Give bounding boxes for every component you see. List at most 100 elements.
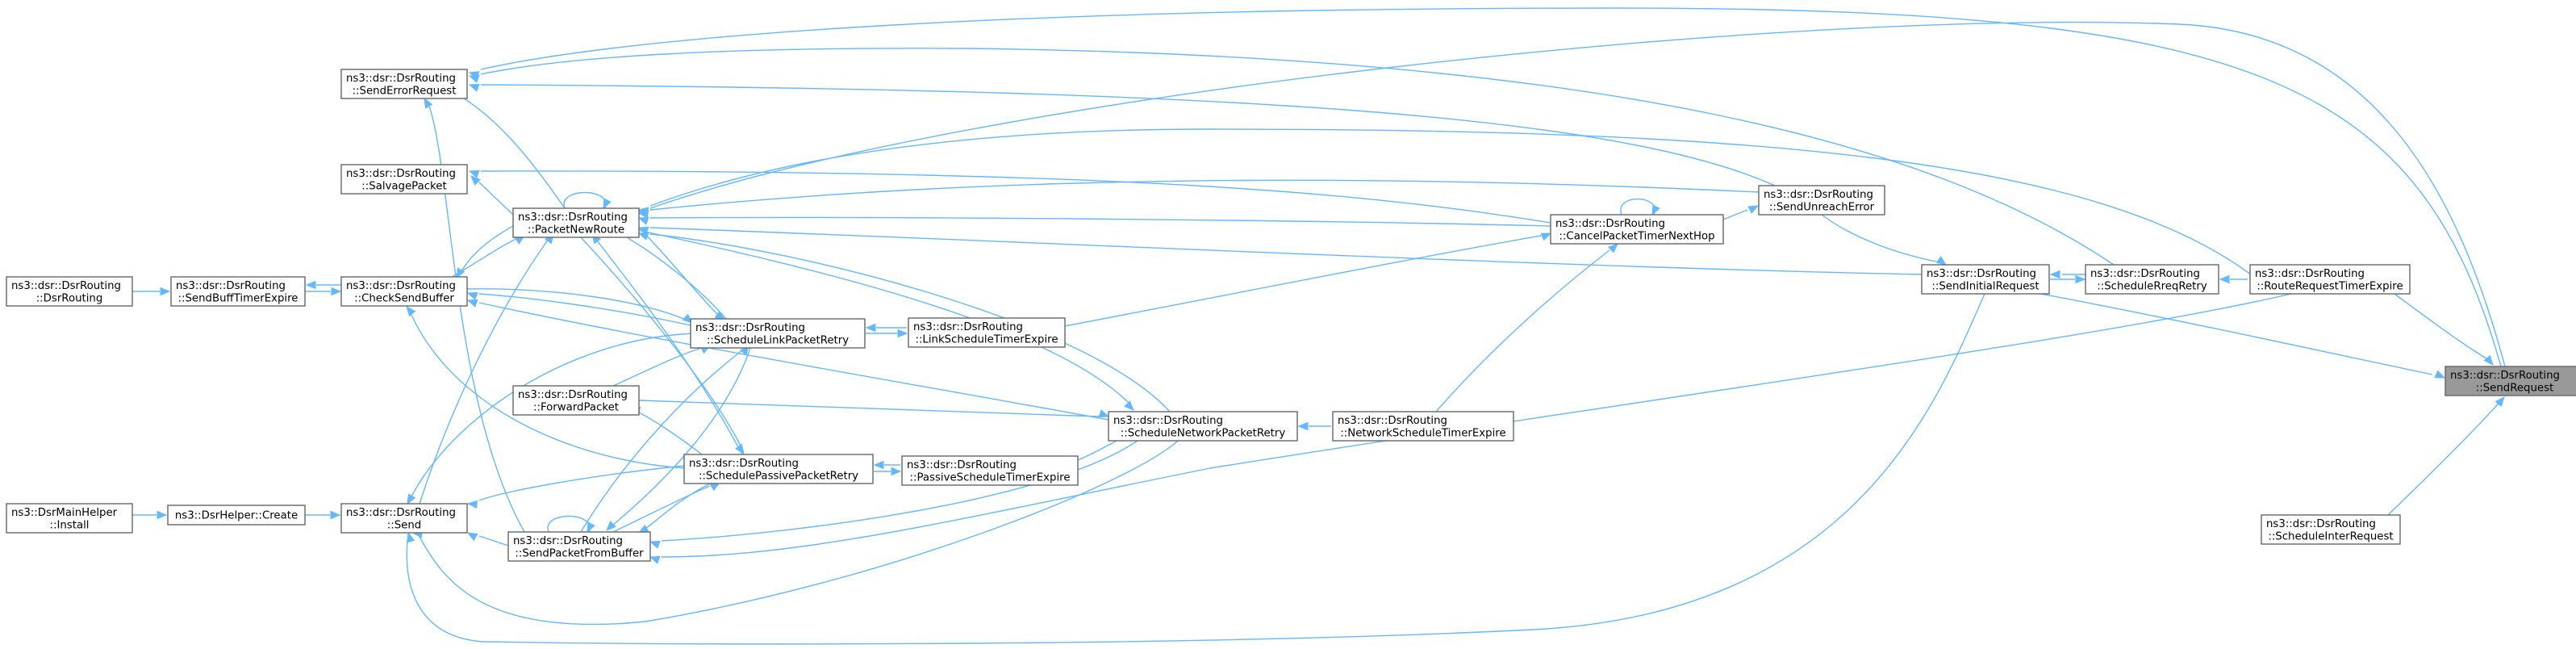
edge-sendrequest-to-packetnewroute (637, 21, 2506, 367)
edge-arrowhead (637, 210, 649, 219)
edge-arrowhead (407, 531, 415, 543)
node-salvage-packet[interactable]: ns3::dsr::DsrRouting::SalvagePacket (340, 164, 468, 195)
edge-cancelpackettimernexthop-to-packetnewroute (637, 216, 1551, 227)
node-box (690, 318, 866, 349)
edge-line (466, 288, 687, 320)
node-send-initial-request[interactable]: ns3::dsr::DsrRouting::SendInitialRequest (1921, 264, 2050, 295)
edge-arrowhead (1608, 243, 1618, 253)
node-box (170, 276, 306, 307)
edge-sendinitialrequest-to-send (406, 293, 1985, 645)
edge-line (637, 411, 703, 455)
node-main-helper-install[interactable]: ns3::DsrMainHelper::Install (6, 503, 133, 534)
edge-line (649, 128, 2252, 275)
edge-arrowhead (682, 313, 694, 324)
edge-sendunreacherror-to-senderrorrequest (468, 83, 1776, 186)
node-method-label: ::ScheduleRreqRetry (2097, 280, 2207, 292)
edge-send-to-packetnewroute (419, 232, 554, 505)
node-link-schedule-timer-expire[interactable]: ns3::dsr::DsrRouting::LinkScheduleTimerE… (908, 317, 1066, 348)
edge-arrowhead (873, 460, 884, 470)
edge-routerequesttimerexpire-to-sendpacketfrombuffer (649, 293, 2292, 564)
node-namespace-label: ns3::dsr::DsrRouting (2266, 518, 2376, 530)
node-packet-new-route[interactable]: ns3::dsr::DsrRouting::PacketNewRoute (512, 207, 640, 238)
edge-sendunreacherror-to-sendinitialrequest (1821, 214, 1948, 266)
node-method-label: ::SendErrorRequest (353, 85, 457, 97)
node-schedule-inter-request[interactable]: ns3::dsr::DsrRouting::ScheduleInterReque… (2261, 514, 2401, 545)
edge-packetnewroute-to-salvagepacket (470, 175, 514, 216)
edge-arrowhead (160, 287, 171, 296)
node-helper-create[interactable]: ns3::DsrHelper::Create (167, 505, 306, 525)
node-box (1921, 264, 2050, 295)
node-namespace-label: ns3::dsr::DsrRouting (2450, 370, 2560, 382)
edge-line (649, 179, 1760, 211)
edge-arrowhead (407, 493, 416, 505)
edge-arrowhead (1124, 400, 1134, 411)
edge-schedulenetworkpacketretry-to-sendpacketfrombuffer (649, 440, 1138, 549)
edge-line (478, 465, 685, 501)
node-dsr-routing[interactable]: ns3::dsr::DsrRouting::DsrRouting (6, 276, 133, 307)
node-send-request[interactable]: ns3::dsr::DsrRouting::SendRequest (2444, 366, 2576, 396)
node-namespace-label: ns3::dsr::DsrRouting (513, 535, 623, 547)
node-send-error-request[interactable]: ns3::dsr::DsrRouting::SendErrorRequest (340, 69, 468, 99)
edge-schedulelinkpacketretry-to-linkscheduletimerexpire (866, 329, 908, 338)
node-passive-schedule-timer-expire[interactable]: ns3::dsr::DsrRouting::PassiveScheduleTim… (901, 455, 1079, 486)
node-send-buff-timer-expire[interactable]: ns3::dsr::DsrRouting::SendBuffTimerExpir… (170, 276, 306, 307)
node-forward-packet[interactable]: ns3::dsr::DsrRouting::ForwardPacket (512, 385, 640, 416)
edge-arrowhead (1540, 232, 1552, 241)
node-send-packet-from-buffer[interactable]: ns3::dsr::DsrRouting::SendPacketFromBuff… (507, 531, 651, 562)
edge-line (2394, 293, 2490, 361)
edge-helpercreate-to-send (305, 510, 341, 520)
node-send[interactable]: ns3::dsr::DsrRouting::Send (340, 503, 468, 534)
node-method-label: ::SendPacketFromBuffer (515, 547, 644, 559)
node-box (1758, 185, 1885, 216)
node-box (1108, 411, 1298, 442)
node-namespace-label: ns3::dsr::DsrRouting (1927, 268, 2036, 280)
edge-sendinitialrequest-to-packetnewroute (637, 226, 1923, 275)
edge-mainhelperinstall-to-helpercreate (132, 510, 168, 520)
edge-dsrrouting-to-sendbufftimerexpire (132, 287, 171, 296)
node-cancel-packet-timer-next-hop[interactable]: ns3::dsr::DsrRouting::CancelPacketTimerN… (1550, 214, 1724, 245)
node-check-send-buffer[interactable]: ns3::dsr::DsrRouting::CheckSendBuffer (340, 276, 468, 307)
node-box (1550, 214, 1724, 245)
edge-arrowhead (587, 521, 595, 534)
edge-arrowhead (1297, 421, 1309, 431)
edge-sendpacketfrombuffer-to-send (466, 532, 509, 546)
edge-line (419, 440, 1179, 626)
edge-checksendbuffer-to-schedulelinkpacketretry (466, 288, 694, 324)
edge-arrowhead (330, 510, 341, 520)
edge-line (478, 302, 1109, 421)
node-route-request-timer-expire[interactable]: ns3::dsr::DsrRouting::RouteRequestTimerE… (2249, 264, 2411, 295)
edge-packetnewroute-to-schedulenetworkpacketretry (637, 229, 1134, 411)
edge-schedulerreqretry-to-senderrorrequest (468, 48, 2115, 266)
call-graph-edges (132, 7, 2506, 645)
node-schedule-passive-packet-retry[interactable]: ns3::dsr::DsrRouting::SchedulePassivePac… (683, 454, 874, 484)
node-schedule-network-packet-retry[interactable]: ns3::dsr::DsrRouting::ScheduleNetworkPac… (1108, 411, 1298, 442)
edge-line (478, 182, 514, 216)
edge-arrowhead (305, 280, 316, 290)
node-box (6, 276, 133, 307)
edge-forwardpacket-to-schedulenetworkpacketretry (638, 400, 1110, 418)
node-namespace-label: ns3::dsr::DsrRouting (689, 458, 799, 470)
edge-forwardpacket-to-schedulelinkpacketretry (612, 345, 712, 387)
node-send-unreach-error[interactable]: ns3::dsr::DsrRouting::SendUnreachError (1758, 185, 1885, 216)
node-namespace-label: ns3::dsr::DsrRouting (1113, 415, 1223, 427)
node-namespace-label: ns3::dsr::DsrRouting (346, 280, 456, 292)
edge-arrowhead (649, 540, 661, 549)
edge-scheduleinterrequest-to-sendrequest (2387, 396, 2505, 516)
edge-line (480, 48, 2115, 266)
edge-line (480, 170, 1551, 224)
node-schedule-link-packet-retry[interactable]: ns3::dsr::DsrRouting::ScheduleLinkPacket… (690, 318, 866, 349)
edge-schedulelinkpacketretry-to-sendpacketfrombuffer (606, 347, 751, 531)
node-method-label: ::NetworkScheduleTimerExpire (1340, 427, 1505, 439)
edge-arrowhead (603, 198, 612, 210)
edge-line (406, 293, 1985, 645)
edge-line (419, 238, 549, 505)
node-schedule-rreq-retry[interactable]: ns3::dsr::DsrRouting::ScheduleRreqRetry (2085, 264, 2219, 295)
edge-arrowhead (466, 299, 478, 308)
edge-cancelpackettimernexthop-to-sendunreacherror (1722, 205, 1760, 220)
edge-line (411, 314, 687, 469)
edge-arrowhead (2049, 270, 2060, 279)
edge-arrowhead (468, 170, 480, 178)
edge-schedulepassivepacketretry-to-checksendbuffer (406, 305, 687, 469)
node-namespace-label: ns3::dsr::DsrRouting (1338, 415, 1447, 427)
node-network-schedule-timer-expire[interactable]: ns3::dsr::DsrRouting::NetworkScheduleTim… (1332, 411, 1514, 442)
